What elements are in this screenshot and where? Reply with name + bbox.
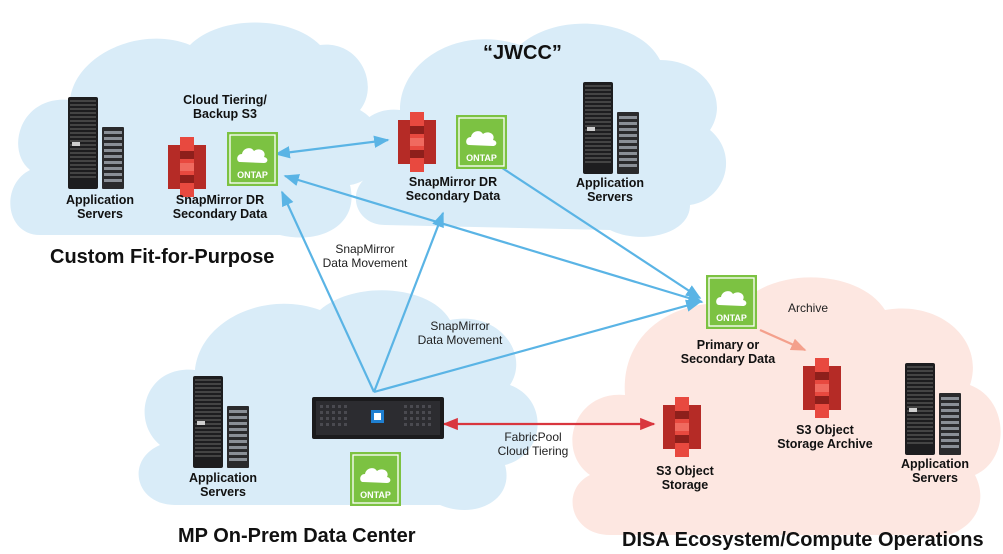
s3-bucket-icon	[168, 137, 206, 197]
label-app-servers-onprem: Application Servers	[188, 471, 258, 499]
label-snapmirror-movement-2: SnapMirror Data Movement	[417, 319, 503, 347]
label-cloud-tiering: Cloud Tiering/ Backup S3	[183, 93, 267, 121]
s3-bucket-icon	[803, 358, 841, 418]
label-s3-storage: S3 Object Storage	[656, 464, 714, 492]
ontap-icon: ONTAP	[227, 132, 278, 186]
s3-bucket-icon	[663, 397, 701, 457]
arrow-onprem-disa	[373, 299, 702, 394]
zone-title-custom: Custom Fit-for-Purpose	[50, 246, 275, 268]
zone-title-onprem: MP On-Prem Data Center	[178, 525, 416, 547]
svg-text:ONTAP: ONTAP	[360, 490, 391, 500]
label-fabricpool: FabricPool Cloud Tiering	[497, 430, 569, 458]
arrow-onprem-custom	[281, 190, 375, 393]
label-app-servers-disa: Application Servers	[900, 457, 970, 485]
s3-bucket-icon	[398, 112, 436, 172]
arrow-archive	[759, 328, 807, 352]
ontap-icon: ONTAP	[350, 452, 401, 506]
label-archive: Archive	[787, 301, 828, 315]
svg-text:ONTAP: ONTAP	[716, 313, 747, 323]
label-app-servers-jwcc: Application Servers	[575, 176, 645, 204]
arrow-jwcc-disa	[489, 159, 702, 299]
svg-text:ONTAP: ONTAP	[466, 153, 497, 163]
ontap-icon: ONTAP	[706, 275, 757, 329]
arrow-onprem-jwcc	[372, 211, 445, 393]
svg-text:ONTAP: ONTAP	[237, 170, 268, 180]
label-snapmirror-dr-jwcc: SnapMirror DR Secondary Data	[405, 175, 501, 203]
label-app-servers-custom: Application Servers	[65, 193, 135, 221]
ontap-icon: ONTAP	[456, 115, 507, 169]
label-snapmirror-movement-1: SnapMirror Data Movement	[322, 242, 408, 270]
label-snapmirror-dr-custom: SnapMirror DR Secondary Data	[172, 193, 268, 221]
zone-title-disa: DISA Ecosystem/Compute Operations	[622, 529, 984, 551]
arrow-custom-jwcc	[274, 135, 390, 159]
arrow-custom-disa	[283, 174, 704, 304]
cloud-disa	[572, 277, 1001, 537]
label-primary-secondary: Primary or Secondary Data	[680, 338, 776, 366]
zone-title-jwcc: “JWCC”	[483, 42, 562, 64]
storage-appliance-icon	[312, 397, 444, 439]
label-s3-archive: S3 Object Storage Archive	[777, 423, 873, 451]
